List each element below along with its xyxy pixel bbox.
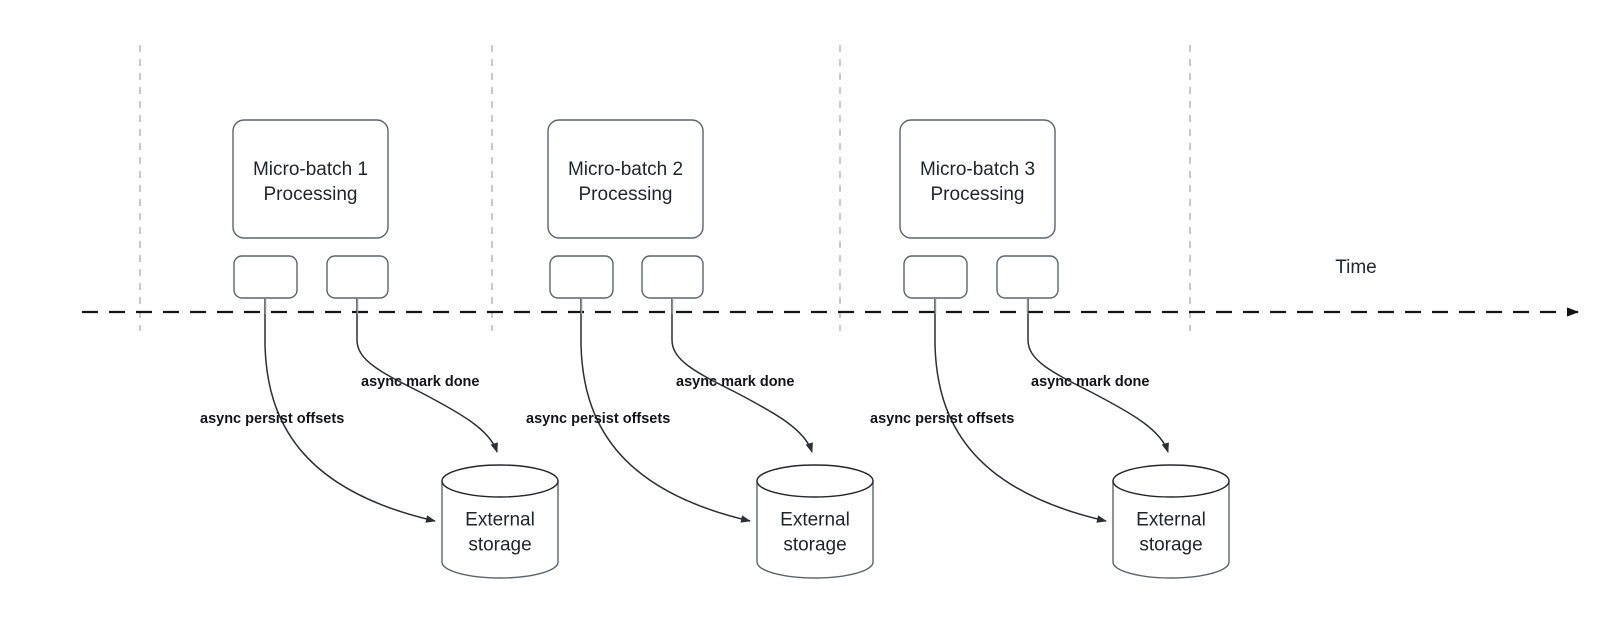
edge-label-2-1: async persist offsets	[526, 411, 670, 427]
micro-batch-subtitle-1: Processing	[264, 184, 358, 205]
external-storage-label-line2-2: storage	[783, 535, 846, 556]
external-storage-cylinder-body-3[interactable]	[1112, 480, 1230, 579]
external-storage-label-line1-3: External	[1136, 510, 1206, 531]
external-storage-label-line2-1: storage	[468, 535, 531, 556]
external-storage-label-line1-2: External	[780, 510, 850, 531]
micro-batch-title-1: Micro-batch 1	[253, 159, 368, 180]
tick-box-3-2[interactable]	[996, 255, 1059, 299]
tick-box-3-1[interactable]	[903, 255, 968, 299]
edge-label-3-1: async persist offsets	[870, 411, 1014, 427]
external-storage-cylinder-top-3	[1112, 464, 1230, 498]
tick-box-1-2[interactable]	[326, 255, 389, 299]
external-storage-label-line1-1: External	[465, 510, 535, 531]
external-storage-cylinder-top-1	[441, 464, 559, 498]
edge-label-2-2: async mark done	[676, 374, 794, 390]
tick-box-1-1[interactable]	[233, 255, 298, 299]
time-axis-label: Time	[1335, 257, 1377, 278]
edge-label-1-2: async mark done	[361, 374, 479, 390]
micro-batch-title-3: Micro-batch 3	[920, 159, 1035, 180]
micro-batch-box-2[interactable]	[547, 119, 704, 239]
flow-edge-1-1	[264, 298, 436, 523]
tick-box-2-1[interactable]	[549, 255, 614, 299]
flow-edge-3-2	[1027, 298, 1169, 453]
edge-labels-layer: async persist offsets async mark done asyn…	[200, 374, 1149, 427]
external-storage-cylinder-top-2	[756, 464, 874, 498]
external-storage-cylinder-body-2[interactable]	[756, 480, 874, 579]
micro-batch-box-1[interactable]	[232, 119, 389, 239]
edge-label-1-1: async persist offsets	[200, 411, 344, 427]
divider-lines-layer	[139, 45, 1191, 331]
flow-edge-1-2	[356, 298, 498, 453]
micro-batch-title-2: Micro-batch 2	[568, 159, 683, 180]
micro-batch-subtitle-3: Processing	[931, 184, 1025, 205]
flow-edge-2-2	[671, 298, 813, 453]
external-storage-cylinder-body-1[interactable]	[441, 480, 559, 579]
micro-batch-box-3[interactable]	[899, 119, 1056, 239]
external-storage-label-line2-3: storage	[1139, 535, 1202, 556]
tick-box-2-2[interactable]	[641, 255, 704, 299]
micro-batch-subtitle-2: Processing	[579, 184, 673, 205]
flow-edge-2-1	[580, 298, 751, 523]
flow-edges-layer	[264, 298, 1169, 523]
flow-edge-3-1	[934, 298, 1107, 523]
time-axis-layer: Time	[82, 257, 1579, 317]
edge-label-3-2: async mark done	[1031, 374, 1149, 390]
